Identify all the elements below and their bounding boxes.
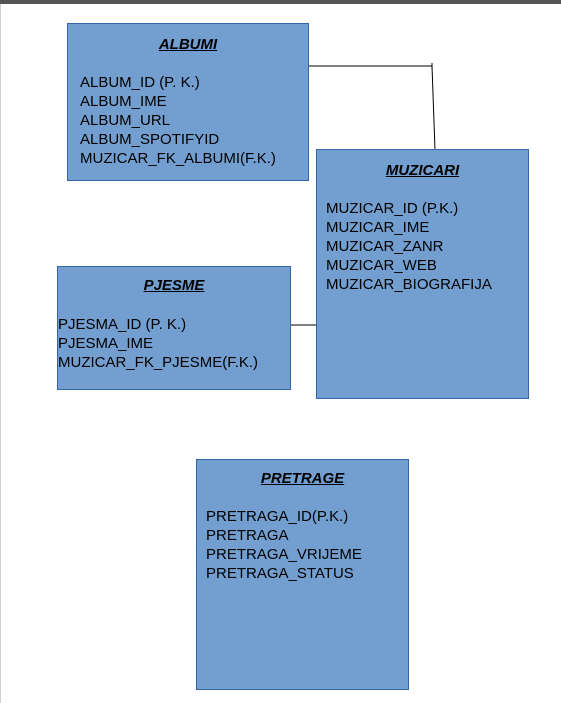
entity-muzicari-fields: MUZICAR_ID (P.K.) MUZICAR_IME MUZICAR_ZA… [326,199,492,294]
entity-pretrage-fields: PRETRAGA_ID(P.K.) PRETRAGA PRETRAGA_VRIJ… [206,507,362,583]
entity-pretrage[interactable]: PRETRAGE PRETRAGA_ID(P.K.) PRETRAGA PRET… [196,459,409,690]
entity-pjesme[interactable]: PJESME PJESMA_ID (P. K.) PJESMA_IME MUZI… [57,266,291,390]
entity-albumi-fields: ALBUM_ID (P. K.) ALBUM_IME ALBUM_URL ALB… [80,73,276,168]
field-muzicar-web: MUZICAR_WEB [326,257,437,274]
field-muzicar-biografija: MUZICAR_BIOGRAFIJA [326,276,492,293]
albumi-muzicari-connector [304,65,436,151]
field-muzicar-fk-pjesme: MUZICAR_FK_PJESME(F.K.) [58,354,259,371]
field-pretraga-status: PRETRAGA_STATUS [206,565,354,582]
entity-albumi[interactable]: ALBUMI ALBUM_ID (P. K.) ALBUM_IME ALBUM_… [67,23,309,181]
entity-albumi-title: ALBUMI [158,36,218,53]
field-album-url: ALBUM_URL [80,112,171,129]
entity-pjesme-title: PJESME [143,277,205,294]
entity-muzicari[interactable]: MUZICARI MUZICAR_ID (P.K.) MUZICAR_IME M… [316,149,529,399]
field-pretraga-vrijeme: PRETRAGA_VRIJEME [206,546,362,563]
entity-pjesme-fields: PJESMA_ID (P. K.) PJESMA_IME MUZICAR_FK_… [58,315,258,372]
field-album-ime: ALBUM_IME [80,93,167,110]
field-pretraga: PRETRAGA [206,527,289,544]
field-album-id: ALBUM_ID (P. K.) [80,74,200,91]
field-pjesma-id: PJESMA_ID (P. K.) [58,316,187,333]
page-left-edge [0,4,1,703]
field-pjesma-ime: PJESMA_IME [58,335,154,352]
field-album-spotifyid: ALBUM_SPOTIFYID [80,131,220,148]
field-muzicar-zanr: MUZICAR_ZANR [326,238,444,255]
entity-muzicari-title: MUZICARI [385,162,460,179]
entity-pretrage-title: PRETRAGE [260,470,345,487]
top-border [0,0,561,4]
field-pretraga-id: PRETRAGA_ID(P.K.) [206,508,349,525]
field-muzicar-id: MUZICAR_ID (P.K.) [326,200,459,217]
field-muzicar-fk-albumi: MUZICAR_FK_ALBUMI(F.K.) [80,150,276,167]
field-muzicar-ime: MUZICAR_IME [326,219,430,236]
